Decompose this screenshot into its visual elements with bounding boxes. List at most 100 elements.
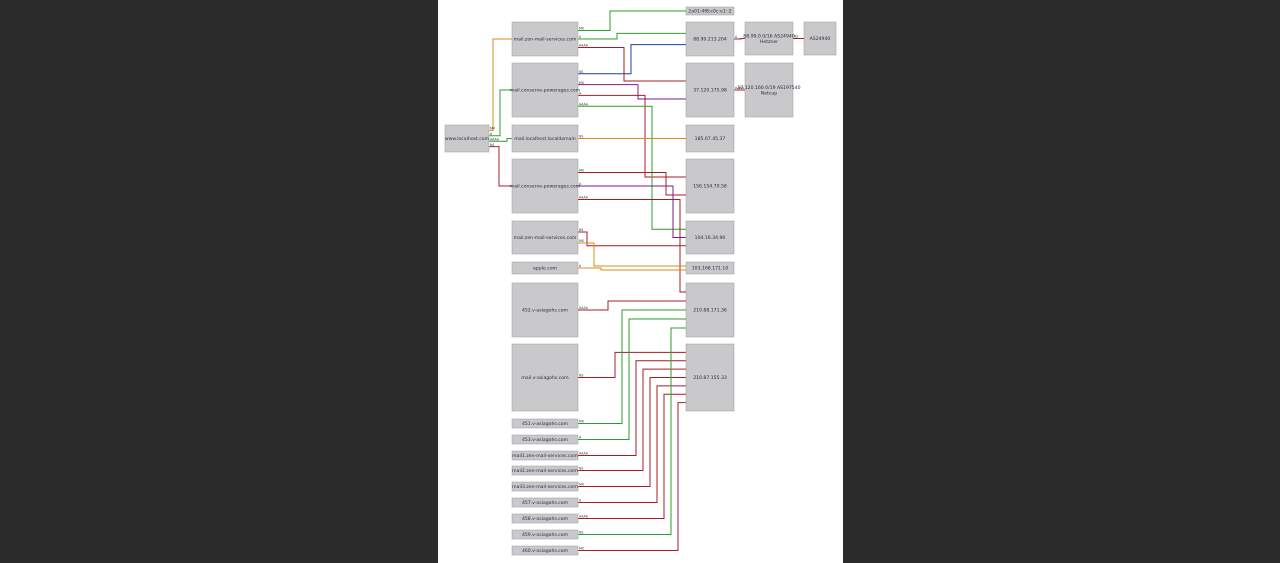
edge-l5-r6 [578,242,686,267]
left-node-l16[interactable]: 459.v-asiagohs.com [511,529,579,540]
edge-l7-r7 [578,300,686,311]
port-label: AAAA [579,44,589,48]
left-node-l7[interactable]: 452.v-asiagohs.com [511,282,579,338]
port-label: NS [579,70,583,74]
as-node-as[interactable]: AS24940 [803,21,837,56]
node-label: 103.168.171.10 [692,266,729,272]
left-node-l3[interactable]: mail.localhost.localdomain [511,124,579,153]
edge-l9-r7 [578,309,686,424]
port-label: MX [579,27,585,31]
port-label: A [490,132,493,136]
edge-l15-r8 [578,393,686,519]
node-label: 104.16.34.90 [695,235,726,241]
edge-l17-r8 [578,402,686,551]
left-node-l14[interactable]: 457.v-asiagohs.com [511,497,579,508]
node-box [685,343,735,412]
left-node-l1[interactable]: mail.zen-mail-services.com [511,21,579,57]
node-box [511,261,579,275]
node-label: 458.v-asiagohs.com [522,516,569,522]
right-node-r8[interactable]: 210.87.155.33 [685,343,735,412]
port-label: A [579,35,582,39]
port-label: MX [579,420,585,424]
left-node-l5[interactable]: mail.zen-mail-services.com [511,220,579,255]
left-node-l2[interactable]: mail.conserve-powerages.com [510,62,581,118]
node-label: mail1.zen-mail-services.com [512,453,578,459]
port-label: AAAA [579,515,589,519]
edge-l16-r7 [578,327,686,535]
right-node-r5[interactable]: 104.16.34.90 [685,220,735,255]
left-node-l13[interactable]: mail3.zen-mail-services.com [511,481,579,492]
right-node-r6[interactable]: 103.168.171.10 [685,261,735,275]
edge-l4-r5 [578,185,686,238]
left-node-l4[interactable]: mail.conserve-powerages.com [510,158,581,214]
node-label: 451.v-asiagohs.com [522,421,569,427]
source-node-src[interactable]: www.localhost.com [444,124,490,153]
edge-l2-r1 [578,44,686,75]
right-node-r0[interactable]: 2a01:4f8:c0c:e1::2 [685,6,735,16]
port-label: A [579,436,582,440]
node-label: 156.154.70.58 [693,184,727,190]
node-box [511,434,579,445]
port-label: AAAA [579,102,589,106]
right-node-r2[interactable]: 37.120.175.98 [685,62,735,118]
node-box [511,158,579,214]
edge-l12-r8 [578,368,686,471]
edge-l5-r5 [578,231,686,247]
edge-l8-r8 [578,351,686,378]
port-label: A [579,499,582,503]
node-label: 452.v-asiagohs.com [522,308,569,314]
edge-l2-r4 [578,94,686,178]
edge-l1-r2 [578,47,686,82]
port-label: MX [579,169,585,173]
edges-layer: MXAAAAANSMXAAAAANSMXAAAAANSMXAAAAANSMXAA… [489,10,804,551]
node-label: mail3.zen-mail-services.com [512,484,578,490]
node-label: AS24940 [810,36,831,42]
node-label: www.localhost.com [445,136,490,142]
right-node-r7[interactable]: 210.88.171.36 [685,282,735,338]
node-label: 37.120.175.98 [693,88,727,94]
edge-r1-n1 [734,38,745,40]
node-box [511,545,579,556]
node-label: 88.99.0.0/16 AS24940 [743,33,795,39]
left-node-l17[interactable]: 460.v-asiagohs.com [511,545,579,556]
left-node-l11[interactable]: mail1.zen-mail-services.com [511,450,578,461]
node-box [511,282,579,338]
left-node-l15[interactable]: 458.v-asiagohs.com [511,513,579,524]
left-node-l9[interactable]: 451.v-asiagohs.com [511,418,579,429]
node-label: 2a01:4f8:c0c:e1::2 [688,9,732,15]
network-graph: MXAAAAANSMXAAAAANSMXAAAAANSMXAAAAANSMXAA… [444,6,837,556]
edge-l6-r6 [578,267,686,271]
node-label: mail.zen-mail-services.com [514,235,577,241]
left-node-l10[interactable]: 453.v-asiagohs.com [511,434,579,445]
port-label: MX [579,81,585,85]
port-label: NS [579,374,583,378]
right-node-r1[interactable]: 88.99.213.204 [685,21,735,57]
edge-src-l1 [489,38,512,131]
port-label: A [579,92,582,96]
node-box [511,481,579,492]
node-box [685,282,735,338]
node-box [511,220,579,255]
node-box [685,62,735,118]
edge-src-l2 [489,89,512,137]
edge-l4-r4 [578,172,686,196]
left-node-l8[interactable]: mail.v-asiagohs.com [511,343,579,412]
port-label: AAAA [490,137,500,141]
left-node-l12[interactable]: mail2.zen-mail-services.com [511,465,578,476]
right-node-r3[interactable]: 185.67.45.37 [685,124,735,153]
node-box [511,343,579,412]
node-label: 457.v-asiagohs.com [522,500,569,506]
node-box [685,220,735,255]
port-label: MX [579,239,585,243]
node-box [744,21,794,56]
right-node-r4[interactable]: 156.154.70.58 [685,158,735,214]
edge-l10-r7 [578,318,686,440]
port-label: NS [579,467,583,471]
node-label: 210.88.171.36 [693,308,727,314]
port-label: NS [579,531,583,535]
left-node-l6[interactable]: apple.com [511,261,579,275]
